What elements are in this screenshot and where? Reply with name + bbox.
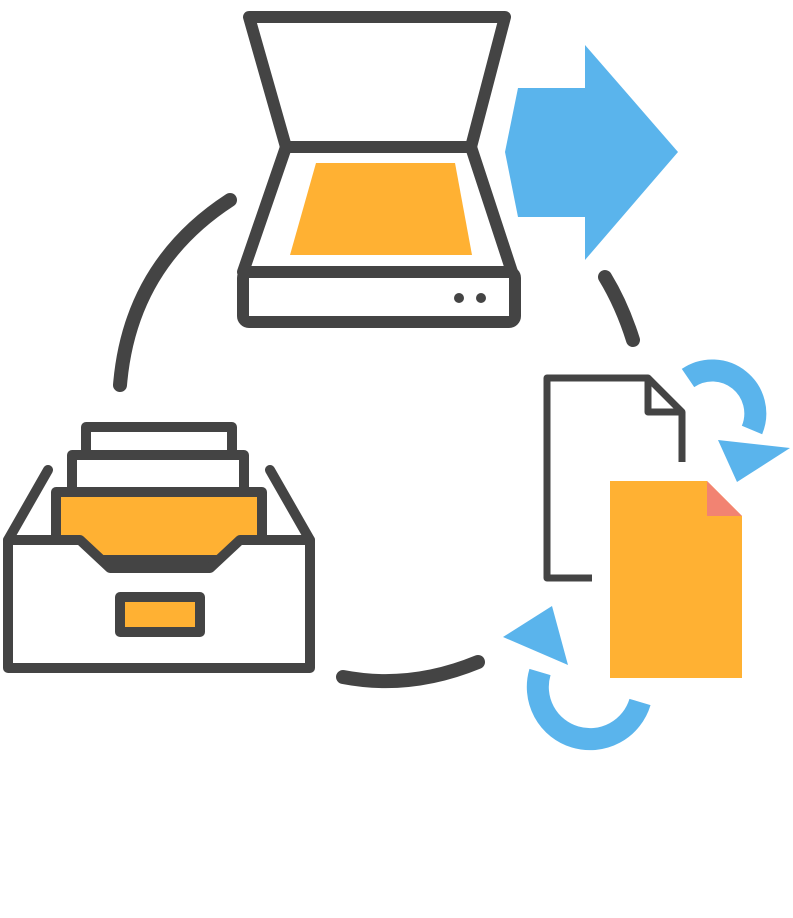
file-archive-drawer-icon <box>3 422 315 673</box>
archive-drawer-label <box>115 592 205 637</box>
arc-document-to-archive <box>336 655 485 689</box>
scanner-lid <box>243 11 511 153</box>
right-arrow-icon <box>505 45 678 260</box>
refresh-arrow-bottom-head <box>503 606 568 665</box>
document-conversion-icon <box>503 359 790 751</box>
flatbed-scanner-icon <box>237 11 521 328</box>
arc-scanner-to-document <box>598 270 640 347</box>
archive-box-flap-right <box>265 465 315 545</box>
outline-document-fold <box>644 378 682 416</box>
archive-box-flap-left <box>3 465 53 545</box>
cycle-arcs <box>113 193 640 689</box>
arc-archive-to-scanner <box>113 193 237 392</box>
outline-document-icon <box>543 374 686 582</box>
refresh-arrow-top-head <box>718 440 790 482</box>
scanner-led-left <box>454 293 464 303</box>
orange-document-body <box>610 481 742 678</box>
refresh-arrow-top-arc <box>681 359 767 435</box>
orange-document-corner <box>707 481 742 516</box>
scanner-led-right <box>476 293 486 303</box>
output-arrow-shape <box>505 45 678 260</box>
scanner-glass <box>290 163 472 255</box>
refresh-arrow-bottom-arc <box>526 668 651 751</box>
circular-arrows-icon <box>503 359 790 751</box>
orange-document-icon <box>610 481 742 678</box>
scanner-base <box>237 266 521 328</box>
outline-document-body <box>543 374 686 582</box>
